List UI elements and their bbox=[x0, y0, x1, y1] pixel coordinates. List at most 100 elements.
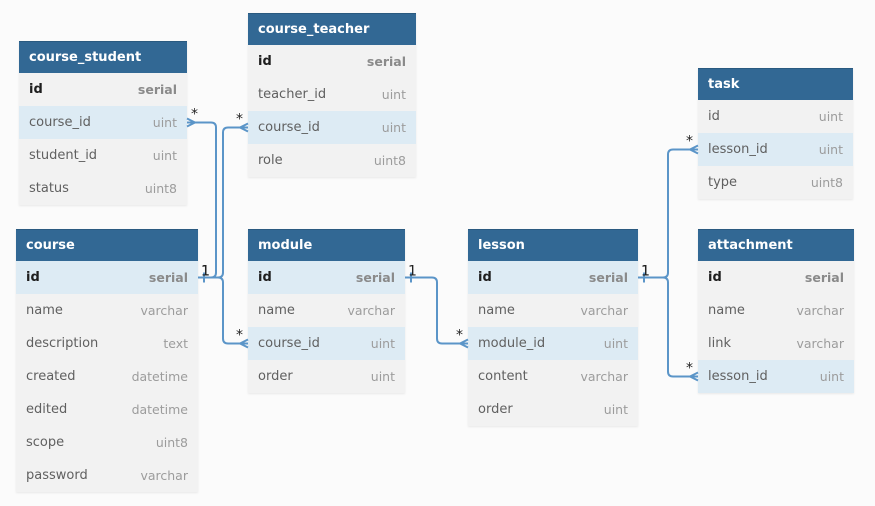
field-type: uint bbox=[370, 336, 395, 351]
field-type: varchar bbox=[580, 369, 628, 384]
field-type: varchar bbox=[140, 303, 188, 318]
field-name: name bbox=[258, 303, 295, 318]
field-row-id[interactable]: id uint bbox=[698, 100, 853, 133]
table-title[interactable]: module bbox=[248, 229, 405, 261]
field-type: uint bbox=[370, 369, 395, 384]
field-row-id[interactable]: id serial bbox=[248, 261, 405, 294]
field-name: order bbox=[258, 369, 293, 384]
field-type: varchar bbox=[580, 303, 628, 318]
field-name: edited bbox=[26, 402, 68, 417]
relation-module-lesson[interactable] bbox=[405, 276, 468, 345]
relation-course-module-many[interactable] bbox=[239, 338, 249, 349]
relation-lesson-task-many[interactable] bbox=[689, 144, 699, 155]
field-name: type bbox=[708, 175, 738, 190]
relation-course-course_teacher-many[interactable] bbox=[239, 122, 249, 133]
field-type: datetime bbox=[131, 369, 188, 384]
field-name: lesson_id bbox=[708, 142, 768, 157]
field-row-order[interactable]: order uint bbox=[248, 360, 405, 393]
field-row-id[interactable]: id serial bbox=[19, 73, 187, 106]
field-row-teacher-id[interactable]: teacher_id uint bbox=[248, 78, 416, 111]
field-type: uint bbox=[819, 369, 844, 384]
field-type: serial bbox=[355, 270, 395, 285]
table-title[interactable]: course_teacher bbox=[248, 13, 416, 45]
field-row-edited[interactable]: edited datetime bbox=[16, 393, 198, 426]
field-type: uint8 bbox=[373, 153, 406, 168]
field-row-id[interactable]: id serial bbox=[468, 261, 638, 294]
field-type: serial bbox=[588, 270, 628, 285]
field-name: link bbox=[708, 336, 731, 351]
field-name: id bbox=[478, 270, 492, 285]
relation-course-course_teacher-from-card: 1 bbox=[201, 264, 210, 280]
field-name: course_id bbox=[258, 336, 320, 351]
field-row-name[interactable]: name varchar bbox=[698, 294, 854, 327]
field-name: id bbox=[708, 109, 720, 124]
field-name: id bbox=[29, 82, 43, 97]
field-name: student_id bbox=[29, 148, 98, 163]
field-name: role bbox=[258, 153, 283, 168]
field-name: id bbox=[26, 270, 40, 285]
field-name: id bbox=[258, 270, 272, 285]
field-type: uint bbox=[818, 109, 843, 124]
field-type: uint bbox=[381, 87, 406, 102]
field-type: uint8 bbox=[144, 181, 177, 196]
field-row-status[interactable]: status uint8 bbox=[19, 172, 187, 205]
field-row-id[interactable]: id serial bbox=[16, 261, 198, 294]
field-name: status bbox=[29, 181, 69, 196]
field-type: serial bbox=[148, 270, 188, 285]
relation-course-course_teacher[interactable] bbox=[198, 126, 248, 279]
field-type: serial bbox=[366, 54, 406, 69]
relation-lesson-attachment-from-card: 1 bbox=[641, 264, 650, 280]
relation-lesson-task[interactable] bbox=[638, 148, 698, 279]
relation-course-module-from-card: 1 bbox=[201, 264, 210, 280]
relation-module-lesson-to-card: * bbox=[456, 328, 463, 344]
relation-course-course_student[interactable] bbox=[187, 121, 217, 279]
table-title[interactable]: attachment bbox=[698, 229, 854, 261]
table-title[interactable]: lesson bbox=[468, 229, 638, 261]
relation-course-course_student-many[interactable] bbox=[186, 117, 196, 128]
field-name: name bbox=[26, 303, 63, 318]
field-name: order bbox=[478, 402, 513, 417]
field-name: teacher_id bbox=[258, 87, 327, 102]
field-row-role[interactable]: role uint8 bbox=[248, 144, 416, 177]
field-name: name bbox=[708, 303, 745, 318]
table-title[interactable]: course_student bbox=[19, 41, 187, 73]
field-type: datetime bbox=[131, 402, 188, 417]
field-row-name[interactable]: name varchar bbox=[16, 294, 198, 327]
table-title[interactable]: course bbox=[16, 229, 198, 261]
field-row-course-id[interactable]: course_id uint bbox=[248, 327, 405, 360]
field-type: serial bbox=[137, 82, 177, 97]
table-title[interactable]: task bbox=[698, 68, 853, 100]
relation-course-module[interactable] bbox=[198, 276, 248, 345]
relation-module-lesson-many[interactable] bbox=[459, 338, 469, 349]
relation-lesson-attachment-many[interactable] bbox=[689, 371, 699, 382]
field-type: varchar bbox=[796, 303, 844, 318]
relation-lesson-attachment[interactable] bbox=[638, 276, 698, 378]
